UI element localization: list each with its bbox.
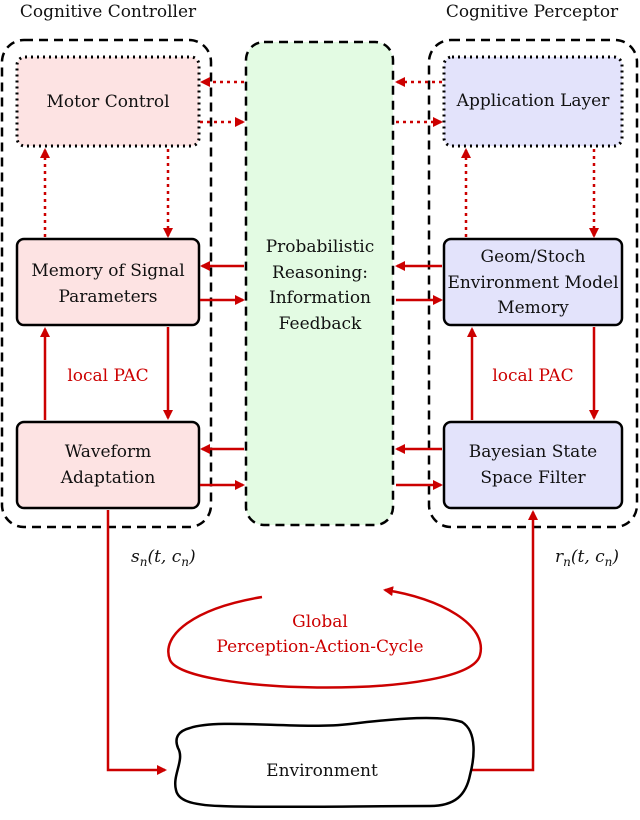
dotted-arrows-top: [40, 77, 599, 238]
env-model-label-1: Geom/Stoch: [481, 247, 586, 267]
global-pac-label-2: Perception-Action-Cycle: [216, 637, 423, 657]
reasoning-label-4: Feedback: [279, 314, 362, 334]
bayes-label-2: Space Filter: [480, 468, 586, 488]
perceptor-local-pac-label: local PAC: [492, 366, 573, 386]
probabilistic-reasoning-block: [244, 40, 395, 527]
waveform-adaptation-box: [15, 420, 201, 510]
env-model-label-2: Environment Model: [447, 273, 618, 293]
transmit-signal-label: sn(t, cn): [131, 547, 196, 569]
environment-shape: [173, 716, 475, 809]
motor-control-box: [15, 55, 201, 148]
waveform-label-1: Waveform: [65, 442, 152, 462]
application-layer-label: Application Layer: [456, 91, 611, 111]
application-layer-box: [442, 55, 624, 148]
controller-header: Cognitive Controller: [20, 2, 197, 22]
reasoning-label-3: Information: [269, 288, 371, 308]
env-model-label-3: Memory: [497, 298, 569, 318]
reasoning-label-1: Probabilistic: [266, 237, 375, 257]
memory-label-1: Memory of Signal: [31, 261, 184, 281]
environment-model-memory-box: [442, 237, 624, 327]
solid-arrows: [40, 261, 599, 490]
perceptor-header: Cognitive Perceptor: [446, 2, 619, 22]
waveform-label-2: Adaptation: [60, 468, 156, 488]
global-pac-label-1: Global: [292, 612, 348, 632]
receive-signal-label: rn(t, cn): [555, 547, 619, 569]
bayes-label-1: Bayesian State: [469, 442, 597, 462]
motor-control-label: Motor Control: [46, 92, 169, 112]
controller-local-pac-label: local PAC: [67, 366, 148, 386]
reasoning-label-2: Reasoning:: [272, 263, 368, 283]
environment-paths: [106, 510, 538, 775]
controller-group: [0, 38, 213, 529]
environment-label: Environment: [266, 761, 378, 781]
bayesian-filter-box: [442, 420, 624, 510]
global-pac-cycle-arrow: [167, 586, 483, 689]
memory-label-2: Parameters: [59, 287, 158, 307]
memory-signal-parameters-box: [15, 237, 201, 327]
